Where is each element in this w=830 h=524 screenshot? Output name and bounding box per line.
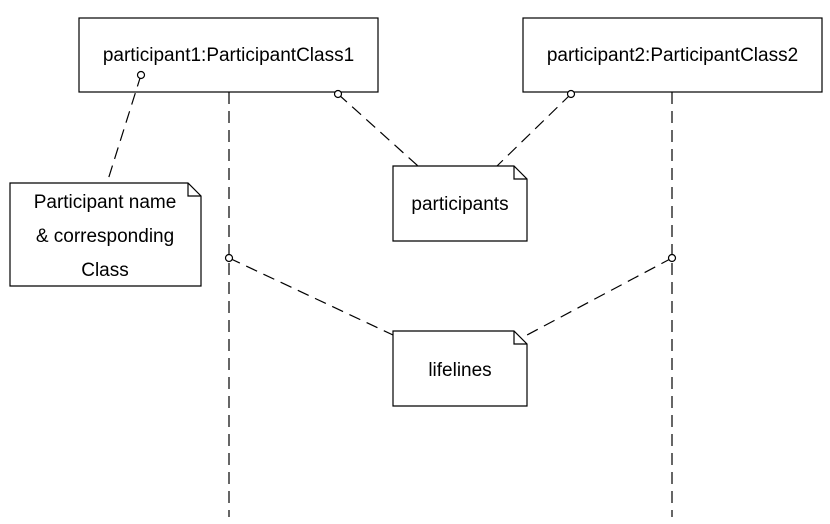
note-name-class-shape [9,182,202,287]
note-participants[interactable]: participants [392,165,528,242]
anchor-circle [333,89,343,99]
note-name-class-line-1: Participant name [34,192,177,213]
note-participants-shape [392,165,528,242]
participant-2[interactable]: participant2:ParticipantClass2 [522,17,823,93]
note-participants-label: participants [411,194,508,215]
participant-1-box [78,17,379,93]
connector-participants-right [496,93,572,167]
connector-lifelines-left [228,257,394,336]
note-name-class-line-3: Class [81,260,129,281]
connector-lifelines-right [526,257,673,336]
note-lifelines-shape [392,330,528,407]
anchor-circle [566,89,576,99]
note-lifelines-label: lifelines [428,360,491,381]
connector-participants-left [337,93,419,167]
participant-2-label: participant2:ParticipantClass2 [547,45,798,66]
note-participants-fold [513,166,527,180]
participant-1-label: participant1:ParticipantClass1 [103,45,354,66]
note-lifelines[interactable]: lifelines [392,330,528,407]
note-name-class[interactable]: Participant name & corresponding Class [9,182,202,287]
participant-1[interactable]: participant1:ParticipantClass1 [78,17,379,93]
participant-2-box [522,17,823,93]
note-lifelines-fold [513,331,527,345]
anchor-circle [136,70,146,80]
note-name-class-fold [187,183,201,197]
note-name-class-line-2: & corresponding [36,226,174,247]
anchor-circle [224,253,234,263]
anchor-circle [667,253,677,263]
